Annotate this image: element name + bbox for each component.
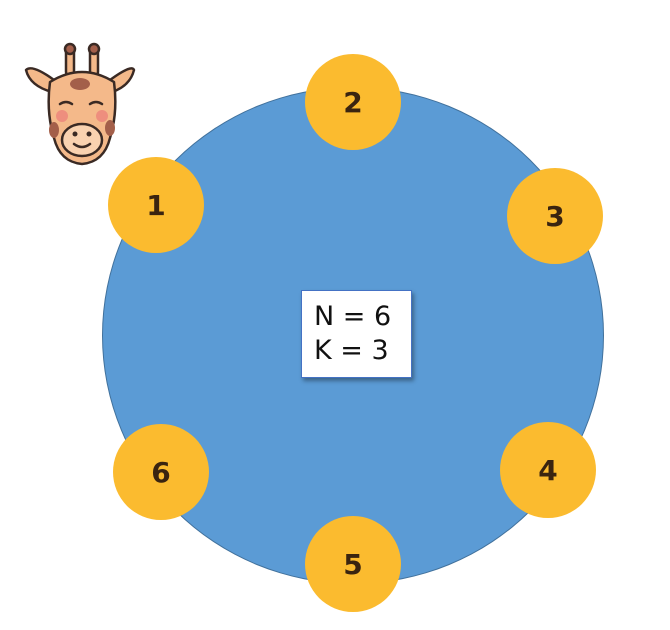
node-3: 3: [507, 168, 603, 264]
node-6: 6: [113, 424, 209, 520]
node-2: 2: [305, 54, 401, 150]
param-k: K = 3: [314, 335, 389, 366]
node-4: 4: [500, 422, 596, 518]
param-n: N = 6: [314, 301, 392, 332]
node-5: 5: [305, 516, 401, 612]
params-box: N = 6 K = 3: [301, 290, 412, 378]
node-1: 1: [108, 157, 204, 253]
giraffe-icon: [24, 42, 136, 166]
